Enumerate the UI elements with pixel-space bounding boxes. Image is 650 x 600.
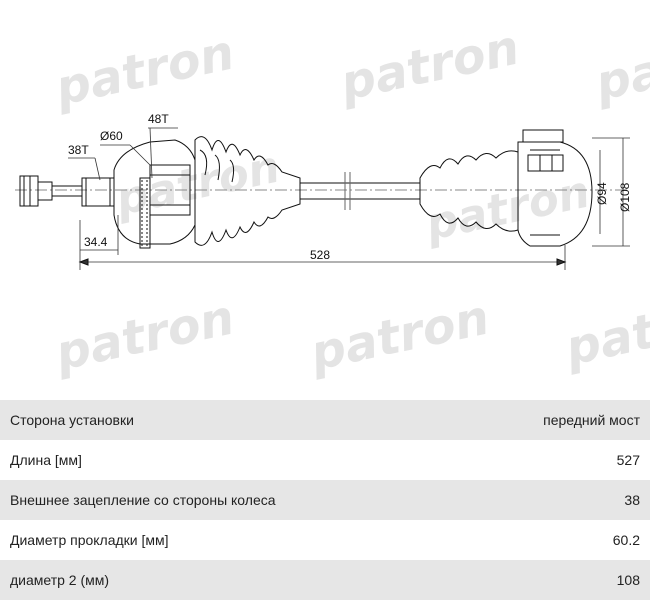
spec-label: Диаметр прокладки [мм] [10, 532, 169, 548]
watermark: patron [50, 24, 239, 117]
watermark: patron [590, 19, 650, 112]
dim-48t: 48T [148, 112, 169, 126]
spec-value: передний мост [543, 412, 640, 428]
spec-row: Длина [мм] 527 [0, 440, 650, 480]
dim-34-4: 34.4 [84, 235, 108, 249]
dim-diameter-60: Ø60 [100, 129, 123, 143]
watermark: patron [335, 19, 524, 112]
spec-row: Диаметр прокладки [мм] 60.2 [0, 520, 650, 560]
dim-38t: 38T [68, 143, 89, 157]
watermark: patron [50, 289, 239, 382]
spec-value: 527 [616, 452, 640, 468]
spec-row: Сторона установки передний мост [0, 400, 650, 440]
spec-value: 108 [616, 572, 640, 588]
watermark: patron [111, 141, 284, 225]
spec-row: диаметр 2 (мм) 108 [0, 560, 650, 600]
spec-label: Сторона установки [10, 412, 134, 428]
spec-value: 38 [624, 492, 640, 508]
spec-table: Сторона установки передний мост Длина [м… [0, 400, 650, 600]
watermark: patron [421, 166, 594, 250]
driveshaft-drawing: patron patron patron patron patron patro… [15, 19, 650, 382]
spec-label: Внешнее зацепление со стороны колеса [10, 492, 276, 508]
dim-length-528: 528 [310, 248, 330, 262]
shaft-outline [15, 127, 630, 270]
dim-diameter-94: Ø94 [595, 182, 609, 205]
watermark: patron [560, 284, 650, 377]
spec-value: 60.2 [612, 532, 640, 548]
dim-diameter-108: Ø108 [618, 182, 632, 212]
spec-row: Внешнее зацепление со стороны колеса 38 [0, 480, 650, 520]
watermark: patron [305, 289, 494, 382]
spec-label: диаметр 2 (мм) [10, 572, 110, 588]
spec-label: Длина [мм] [10, 452, 82, 468]
